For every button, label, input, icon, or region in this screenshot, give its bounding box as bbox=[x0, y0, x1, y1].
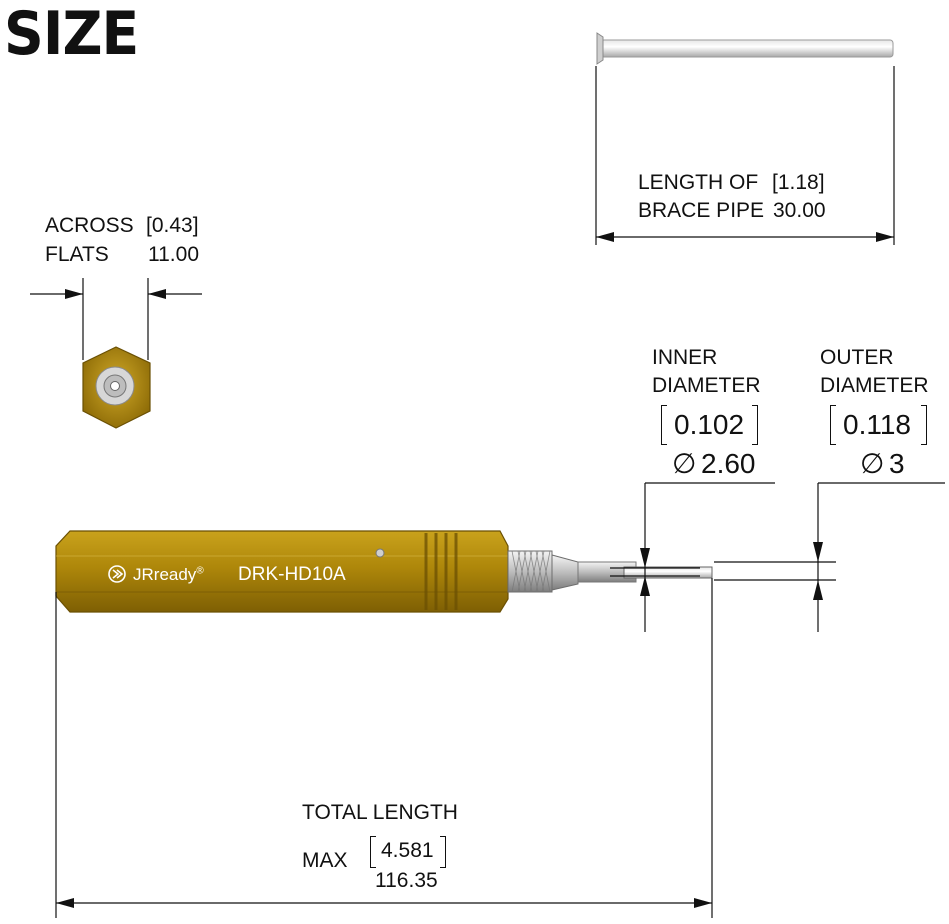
total-length-dimension-lines bbox=[55, 578, 713, 918]
inner-diameter-bracket-left bbox=[661, 405, 667, 445]
across-flats-label-line2: FLATS bbox=[45, 243, 109, 266]
brace-pipe-label-line2: BRACE PIPE bbox=[638, 199, 765, 222]
brand-logo-icon bbox=[108, 565, 126, 583]
total-length-label: TOTAL LENGTH bbox=[302, 801, 458, 824]
across-flats-label-line1: ACROSS bbox=[45, 214, 134, 237]
outer-diameter-label-line1: OUTER bbox=[820, 346, 894, 369]
total-length-mm: 116.35 bbox=[375, 869, 438, 892]
brace-pipe-label-line1: LENGTH OF bbox=[638, 171, 759, 194]
diameter-symbol-icon: ∅ bbox=[672, 448, 697, 479]
outer-diameter-inch: 0.118 bbox=[843, 409, 911, 440]
tool-model-label: DRK-HD10A bbox=[238, 564, 346, 585]
total-length-inch: 4.581 bbox=[381, 839, 434, 862]
outer-diameter-bracket-left bbox=[830, 405, 836, 445]
extraction-tool-image bbox=[55, 530, 713, 613]
total-length-bracket-right bbox=[440, 836, 446, 868]
across-flats-mm: 11.00 bbox=[148, 243, 199, 266]
outer-diameter-bracket-right bbox=[921, 405, 927, 445]
total-length-bracket-left bbox=[370, 836, 376, 868]
page-title: SIZE bbox=[4, 0, 139, 69]
brace-pipe-image bbox=[596, 32, 894, 65]
inner-diameter-inch: 0.102 bbox=[674, 409, 745, 440]
inner-diameter-bracket-right bbox=[752, 405, 758, 445]
brace-pipe-dimension-lines bbox=[595, 66, 895, 245]
brace-pipe-mm: 30.00 bbox=[773, 199, 826, 222]
tool-brand-label: JRready® bbox=[133, 565, 204, 585]
outer-diameter-label-line2: DIAMETER bbox=[820, 374, 929, 397]
outer-diameter-mm: 3 bbox=[889, 448, 905, 479]
total-length-max-prefix: MAX bbox=[302, 849, 348, 872]
outer-diameter-dimension-lines bbox=[714, 482, 945, 632]
across-flats-inch: [0.43] bbox=[146, 214, 199, 237]
across-flats-dimension-lines bbox=[30, 278, 202, 360]
inner-diameter-mm: 2.60 bbox=[701, 448, 756, 479]
brace-pipe-inch: [1.18] bbox=[772, 171, 825, 194]
diameter-symbol-icon: ∅ bbox=[860, 448, 885, 479]
hex-end-view-image bbox=[82, 346, 151, 429]
registered-mark: ® bbox=[196, 565, 204, 577]
inner-diameter-label-line1: INNER bbox=[652, 346, 718, 369]
inner-diameter-label-line2: DIAMETER bbox=[652, 374, 761, 397]
inner-diameter-dimension-lines bbox=[610, 482, 775, 632]
brand-name: JRready bbox=[133, 565, 197, 584]
